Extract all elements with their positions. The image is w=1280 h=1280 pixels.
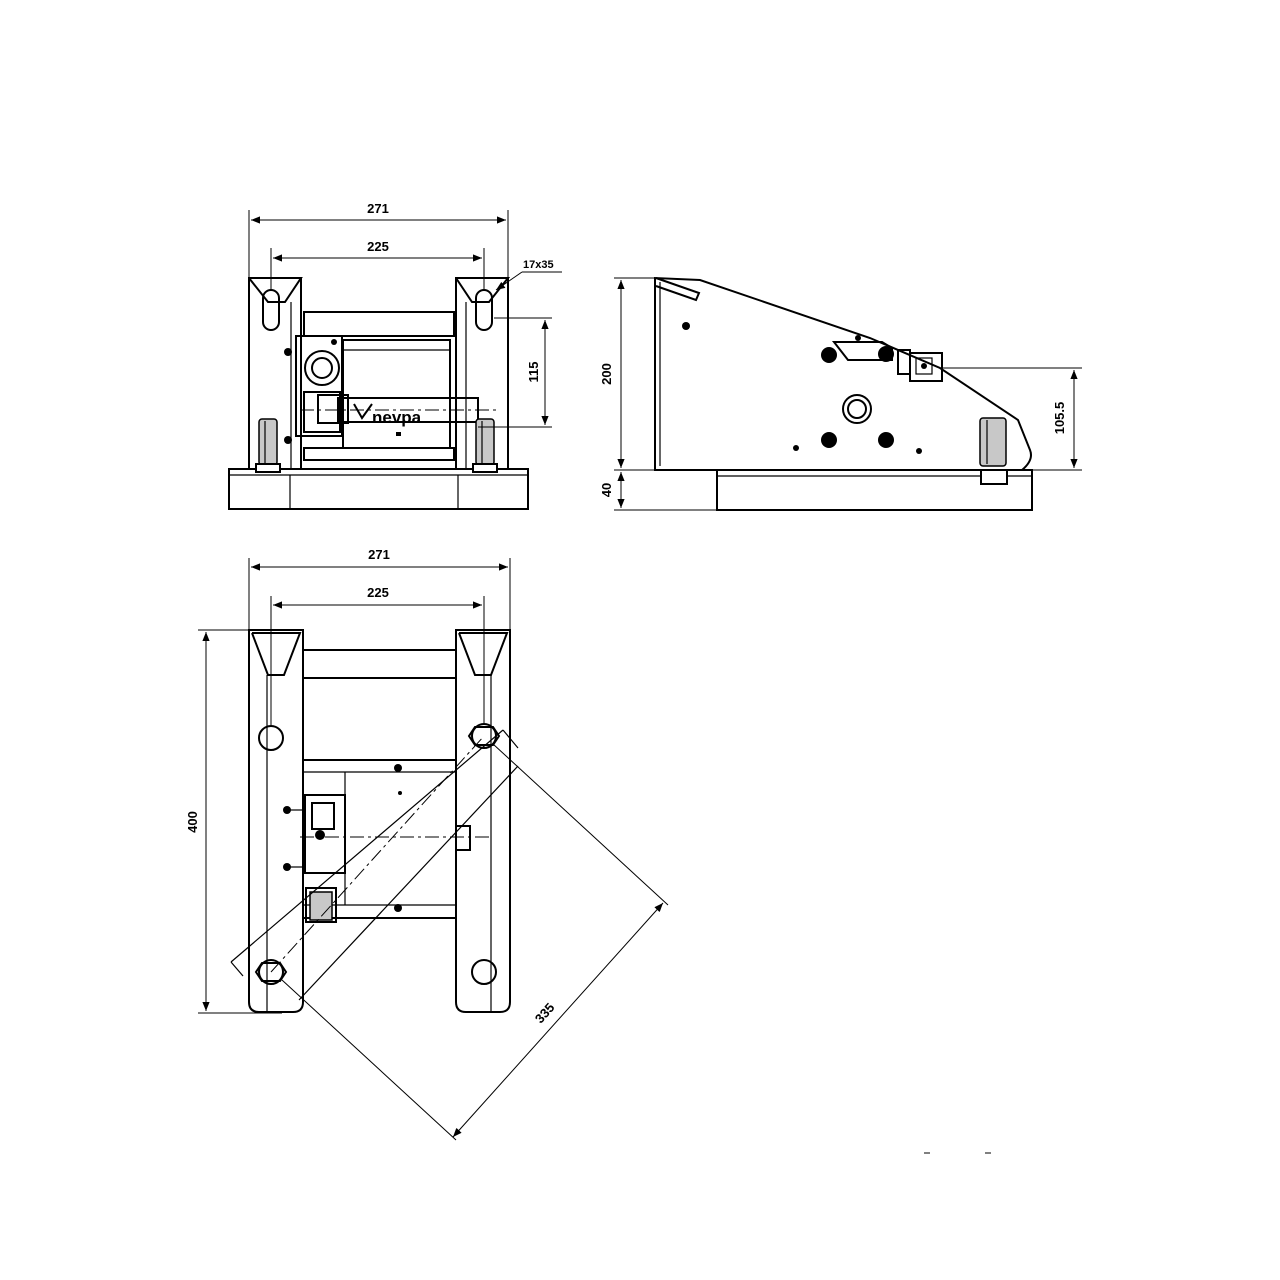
- side-dim-40-label: 40: [599, 483, 614, 497]
- top-dim-335-label: 335: [532, 1000, 558, 1026]
- front-cross-bar-top: [303, 311, 455, 337]
- top-hole-left-upper: [258, 725, 284, 751]
- side-foot: [979, 417, 1008, 485]
- svg-text:nevpa: nevpa: [372, 408, 422, 427]
- front-cross-bar-bottom: [303, 447, 455, 461]
- top-left-rail: [248, 629, 304, 1013]
- front-motor-housing: [342, 339, 451, 449]
- side-shaft: [842, 394, 872, 424]
- front-foot-right: [472, 418, 498, 473]
- front-view: nevpa 271 225: [228, 201, 562, 510]
- side-dim-105-5: 105.5: [942, 367, 1082, 471]
- side-plate: [654, 276, 1032, 471]
- top-right-rail: [455, 629, 511, 1013]
- front-dim-271: 271: [248, 201, 509, 278]
- top-hole-left-lower: [258, 959, 284, 985]
- top-cross-bar: [302, 649, 457, 679]
- top-dim-271-label: 271: [368, 547, 390, 562]
- top-diagonal-lines: [230, 729, 669, 1141]
- front-dim-225-label: 225: [367, 239, 389, 254]
- top-dim-400: 400: [185, 629, 282, 1014]
- front-base-plate: [228, 468, 529, 510]
- side-bolt-2: [821, 432, 837, 448]
- top-view: 271 225 400 335: [185, 547, 669, 1141]
- side-dim-200: 200: [599, 277, 656, 471]
- top-dim-400-label: 400: [185, 811, 200, 833]
- front-dim-115-label: 115: [526, 362, 541, 383]
- front-dim-271-label: 271: [367, 201, 389, 216]
- side-bolt-1: [821, 347, 837, 363]
- side-dim-40: 40: [599, 472, 716, 511]
- top-dim-225: 225: [270, 585, 485, 725]
- top-dim-271: 271: [248, 547, 511, 630]
- top-motor-assembly: [283, 759, 490, 923]
- side-motor-bracket: [831, 335, 943, 382]
- side-dim-105-5-label: 105.5: [1052, 402, 1067, 435]
- side-bolt-3: [878, 432, 894, 448]
- top-dim-225-label: 225: [367, 585, 389, 600]
- front-mount-plate: [295, 335, 343, 437]
- front-dim-115: 115: [478, 317, 552, 428]
- side-view: 200 40 105.5: [599, 276, 1082, 511]
- nevpa-logo: nevpa: [353, 403, 422, 436]
- top-dim-335: 335: [452, 902, 664, 1138]
- front-dim-slot-label: 17x35: [523, 259, 554, 271]
- front-coupling: [304, 350, 340, 386]
- front-dim-225: 225: [270, 239, 485, 290]
- front-foot-left: [255, 418, 281, 473]
- top-hole-right-lower: [471, 959, 497, 985]
- front-dim-17x35: 17x35: [495, 259, 562, 291]
- side-dim-200-label: 200: [599, 363, 614, 385]
